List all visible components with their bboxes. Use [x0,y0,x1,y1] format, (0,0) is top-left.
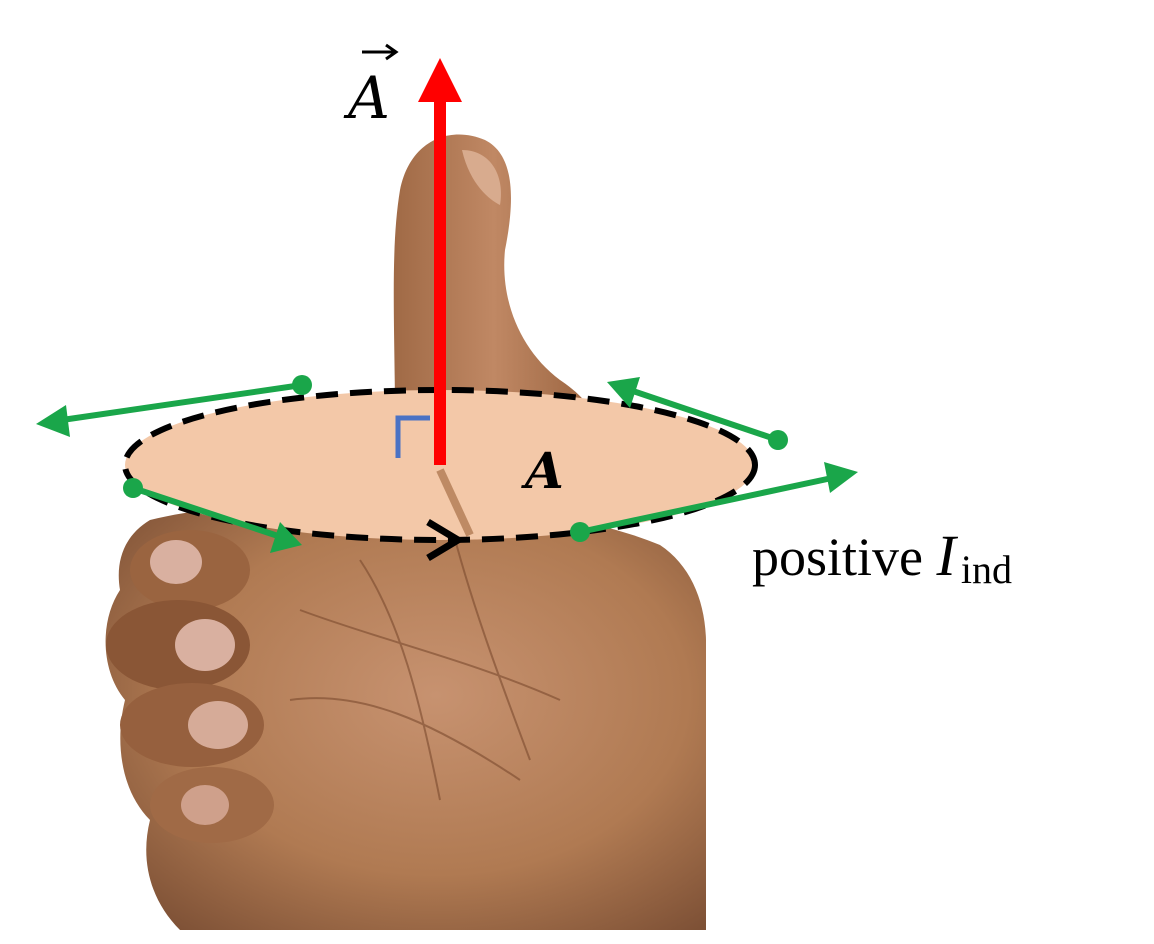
right-angle-marker [395,415,430,458]
current-arrow-front-left [123,478,302,553]
induced-current-label: positive I ind [752,523,1012,592]
curled-fingers [106,530,274,843]
area-vector-arrow [418,58,462,465]
current-arrow-back-left [36,375,312,437]
current-direction-arrows [36,375,858,553]
current-symbol: I [936,523,959,588]
thumb-crease [436,468,474,537]
current-arrow-back-right [607,377,788,450]
palm-creases [289,519,561,801]
right-arrow-overline-icon [362,43,399,61]
current-arrow-front-right [570,462,858,542]
area-label: A [521,441,564,500]
area-vector-symbol: A [343,64,390,132]
chevron-arrow-right-icon [426,518,465,562]
current-subscript: ind [961,547,1012,592]
current-prefix: positive [752,527,937,587]
area-vector-label: A [343,43,399,132]
thumbnail [462,150,501,205]
